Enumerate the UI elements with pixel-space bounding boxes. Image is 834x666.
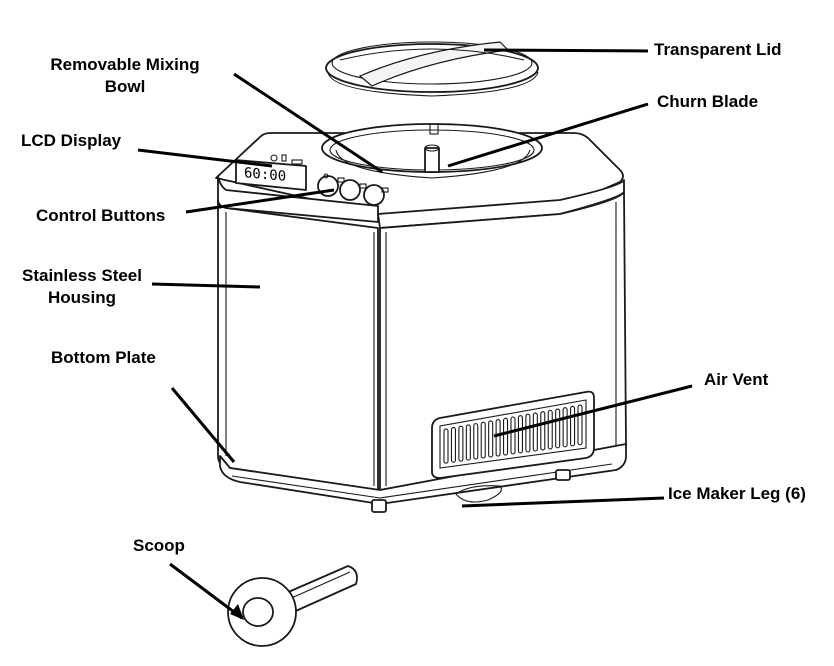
vent-slat — [480, 421, 486, 459]
vent-slat — [547, 409, 553, 450]
label-lcd-display: LCD Display — [21, 131, 122, 150]
label-housing-line2: Housing — [48, 288, 116, 307]
vent-slat — [570, 405, 576, 447]
vent-slat — [532, 412, 538, 452]
label-ice-maker-leg: Ice Maker Leg (6) — [668, 484, 806, 503]
label-mixing-bowl-line1: Removable Mixing — [50, 55, 200, 74]
vent-slat — [450, 427, 456, 463]
leader-air-vent — [493, 384, 693, 438]
leader-bottom-plate — [170, 387, 236, 463]
vent-slat — [525, 413, 531, 453]
vent-slat — [458, 425, 464, 462]
scoop-arrowhead — [230, 604, 244, 620]
vent-slat — [488, 420, 494, 458]
lcd-digits: 60:00 — [244, 165, 287, 185]
lcd-display — [235, 154, 307, 191]
vent-slat — [503, 417, 509, 456]
vent-slat — [443, 428, 449, 464]
leader-control-buttons — [185, 188, 335, 214]
label-churn-blade: Churn Blade — [657, 92, 759, 111]
label-housing: Stainless Steel Housing — [12, 265, 152, 309]
label-housing-line1: Stainless Steel — [21, 266, 142, 285]
label-bottom-plate: Bottom Plate — [51, 348, 156, 367]
vent-slat — [562, 407, 568, 448]
air-vent — [431, 390, 595, 479]
vent-slat — [517, 415, 523, 454]
label-control-buttons: Control Buttons — [36, 206, 166, 225]
vent-slat — [510, 416, 516, 455]
leader-mixing-bowl — [233, 72, 383, 174]
label-air-vent: Air Vent — [704, 370, 769, 389]
vent-slat — [465, 424, 471, 461]
label-mixing-bowl-line2: Bowl — [104, 77, 146, 96]
vent-slat — [473, 423, 479, 460]
vent-slat — [555, 408, 561, 449]
label-scoop: Scoop — [133, 536, 185, 555]
leader-ice-maker-leg — [461, 496, 665, 508]
leader-transparent-lid — [483, 48, 649, 53]
vent-slat — [540, 411, 546, 451]
vent-slat — [495, 419, 501, 457]
leader-churn-blade — [447, 102, 649, 168]
leader-housing — [151, 282, 261, 289]
vent-slat — [577, 404, 583, 446]
transparent-lid — [325, 41, 539, 97]
leader-lcd-display — [137, 148, 273, 168]
label-transparent-lid: Transparent Lid — [654, 40, 782, 59]
leader-scoop — [169, 562, 243, 620]
leader-lines — [137, 48, 693, 620]
label-mixing-bowl: Removable Mixing Bowl — [34, 54, 216, 98]
scoop — [227, 565, 358, 647]
